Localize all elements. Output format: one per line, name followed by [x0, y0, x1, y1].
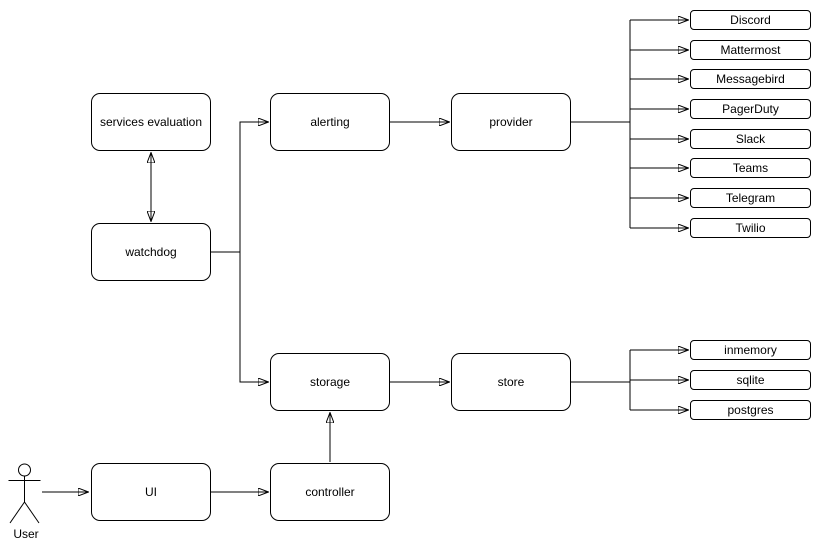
edge-watchdog-storage: [239, 252, 268, 382]
node-provider-twilio: Twilio: [690, 218, 811, 238]
node-alerting: alerting: [270, 93, 390, 151]
node-services-evaluation: services evaluation: [91, 93, 211, 151]
node-provider-telegram: Telegram: [690, 188, 811, 208]
edge-watchdog-alerting: [239, 122, 268, 252]
user-actor-label: User: [13, 527, 39, 541]
node-provider-slack: Slack: [690, 129, 811, 149]
node-store: store: [451, 353, 571, 411]
node-store-sqlite: sqlite: [690, 370, 811, 390]
node-storage: storage: [270, 353, 390, 411]
node-provider-pagerduty: PagerDuty: [690, 99, 811, 119]
node-controller: controller: [270, 463, 390, 521]
node-provider-teams: Teams: [690, 158, 811, 178]
node-provider-messagebird: Messagebird: [690, 69, 811, 89]
node-provider-discord: Discord: [690, 10, 811, 30]
node-store-inmemory: inmemory: [690, 340, 811, 360]
node-provider-mattermost: Mattermost: [690, 40, 811, 60]
user-actor-icon: [8, 463, 41, 524]
node-store-postgres: postgres: [690, 400, 811, 420]
node-watchdog: watchdog: [91, 223, 211, 281]
node-ui: UI: [91, 463, 211, 521]
node-provider: provider: [451, 93, 571, 151]
